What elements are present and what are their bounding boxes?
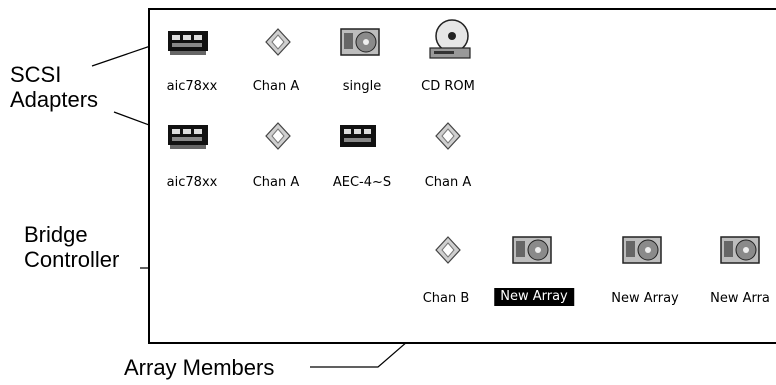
tree-node-label[interactable]: single [342, 79, 382, 94]
disk-drive-icon[interactable] [718, 233, 762, 267]
tree-node-label[interactable]: Chan B [422, 291, 470, 306]
tree-node-label[interactable]: aic78xx [166, 79, 218, 94]
tree-node-label[interactable]: New Array [611, 291, 679, 306]
cdrom-icon[interactable] [426, 18, 474, 62]
callout-scsi-line1: SCSI [10, 62, 62, 87]
tree-node-label[interactable]: AEC-4~S [332, 175, 392, 190]
tree-node-label[interactable]: Chan A [252, 79, 300, 94]
bridge-controller-icon[interactable] [336, 119, 380, 153]
channel-icon[interactable] [256, 119, 300, 153]
channel-icon[interactable] [426, 119, 470, 153]
device-tree-panel [148, 8, 776, 344]
disk-drive-icon[interactable] [338, 25, 382, 59]
tree-node-label[interactable]: New Arra [710, 291, 770, 306]
callout-scsi-line2: Adapters [10, 87, 99, 112]
tree-node-label[interactable]: CD ROM [421, 79, 475, 94]
scsi-adapter-icon[interactable] [166, 119, 210, 153]
disk-drive-icon[interactable] [620, 233, 664, 267]
scsi-adapter-icon[interactable] [166, 25, 210, 59]
callout-array-members: Array Members [124, 355, 274, 380]
tree-node-label[interactable]: aic78xx [166, 175, 218, 190]
tree-node-label[interactable]: Chan A [424, 175, 472, 190]
callout-bridge-line2: Controller [24, 247, 120, 272]
tree-node-label[interactable]: Chan A [252, 175, 300, 190]
channel-icon[interactable] [256, 25, 300, 59]
callout-bridge-controller: Bridge Controller [24, 222, 119, 272]
channel-icon[interactable] [426, 233, 470, 267]
callout-array-members-text: Array Members [124, 355, 275, 380]
disk-drive-icon[interactable] [510, 233, 554, 267]
callout-scsi-adapters: SCSI Adapters [10, 62, 98, 112]
callout-bridge-line1: Bridge [24, 222, 88, 247]
tree-node-label-selected[interactable]: New Array [494, 288, 574, 306]
